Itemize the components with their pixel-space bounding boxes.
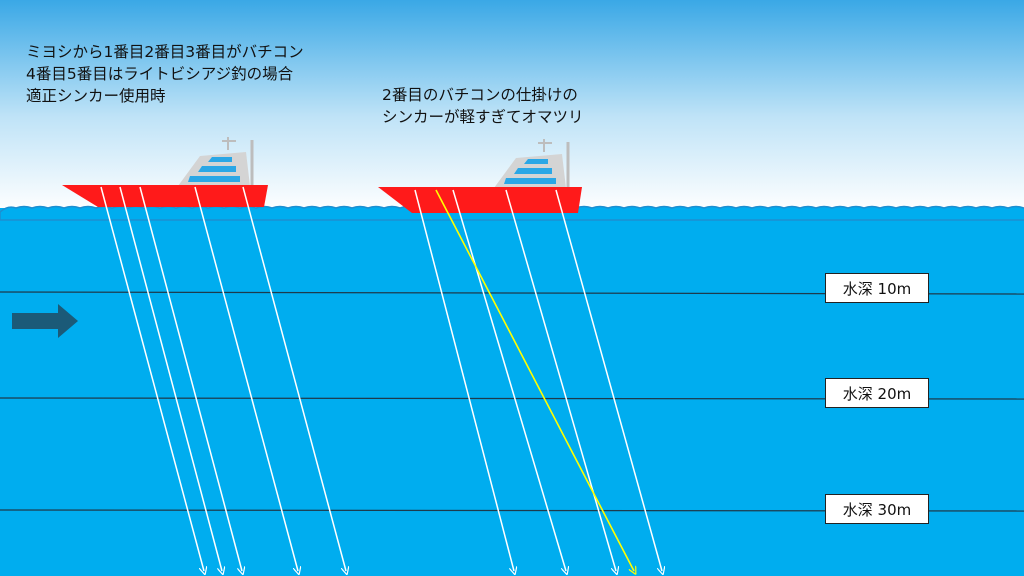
fishing-line <box>414 189 514 571</box>
caption-right-line-1: 2番目のバチコンの仕掛けの <box>382 86 578 104</box>
fishing-line <box>139 186 242 571</box>
fishing-line <box>194 186 298 571</box>
caption-right: 2番目のバチコンの仕掛けの シンカーが軽すぎてオマツリ <box>382 84 584 128</box>
fishing-line <box>119 186 222 571</box>
fishing-line <box>505 189 616 571</box>
fishing-line-tangled <box>435 189 634 571</box>
caption-right-line-2: シンカーが軽すぎてオマツリ <box>382 108 584 126</box>
fishing-line <box>242 186 346 571</box>
caption-left: ミヨシから1番目2番目3番目がバチコン 4番目5番目はライトビシアジ釣の場合 適… <box>26 41 304 107</box>
caption-left-line-3: 適正シンカー使用時 <box>26 87 166 105</box>
fishing-line <box>100 186 204 571</box>
fishing-line <box>555 189 662 571</box>
fishing-line <box>452 189 566 571</box>
caption-left-line-1: ミヨシから1番目2番目3番目がバチコン <box>26 43 304 61</box>
fishing-boat-icon <box>378 139 582 213</box>
fishing-boat-icon <box>62 137 268 207</box>
depth-label-10m: 水深 10m <box>825 273 929 303</box>
arrow-right-icon <box>12 304 78 338</box>
depth-label-30m: 水深 30m <box>825 494 929 524</box>
depth-label-20m: 水深 20m <box>825 378 929 408</box>
caption-left-line-2: 4番目5番目はライトビシアジ釣の場合 <box>26 65 294 83</box>
